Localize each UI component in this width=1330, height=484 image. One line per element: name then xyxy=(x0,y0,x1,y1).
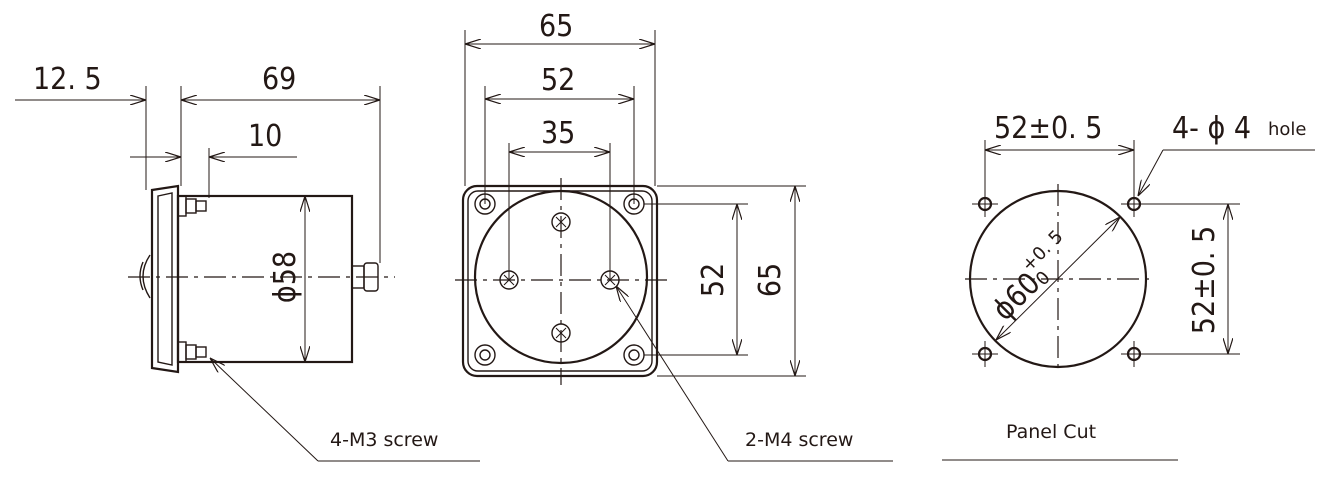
dim-screw-pitch: 35 xyxy=(541,116,575,151)
panel-cut-view: 52±0. 5 4- ϕ 4 hole ϕ60 +0. 5 0 52±0. 5 … xyxy=(942,111,1315,461)
dim-outer-width: 65 xyxy=(539,9,573,44)
label-hole-suffix: hole xyxy=(1268,119,1307,140)
dim-hole-pitch-vertical: 52 xyxy=(696,263,731,297)
label-mount-holes: 4- ϕ 4 xyxy=(1172,111,1251,146)
side-view: 12. 5 69 10 ϕ58 4-M3 screw xyxy=(15,62,480,462)
corner-hole-bl xyxy=(474,344,496,366)
dim-outer-height: 65 xyxy=(753,263,788,297)
panel-cut-title: Panel Cut xyxy=(1006,421,1096,443)
dim-body-diameter: ϕ58 xyxy=(268,251,303,303)
label-m3-screw: 4-M3 screw xyxy=(330,429,438,451)
front-bezel xyxy=(461,184,659,378)
dim-terminal-length: 10 xyxy=(248,119,282,154)
tol-upper: +0. 5 xyxy=(1018,226,1068,276)
meter-body-side xyxy=(139,184,379,374)
dim-panel-hole-pitch-horizontal: 52±0. 5 xyxy=(994,111,1102,146)
dim-flange-thickness: 12. 5 xyxy=(33,62,102,97)
dim-depth: 69 xyxy=(262,62,296,97)
dim-hole-pitch-horizontal: 52 xyxy=(541,63,575,98)
corner-hole-br xyxy=(623,344,645,366)
dim-panel-hole-pitch-vertical: 52±0. 5 xyxy=(1187,226,1222,334)
mount-hole-bl xyxy=(972,341,998,367)
front-view: 65 52 35 52 65 2-M4 screw xyxy=(455,9,893,462)
label-m4-screw: 2-M4 screw xyxy=(745,429,853,451)
